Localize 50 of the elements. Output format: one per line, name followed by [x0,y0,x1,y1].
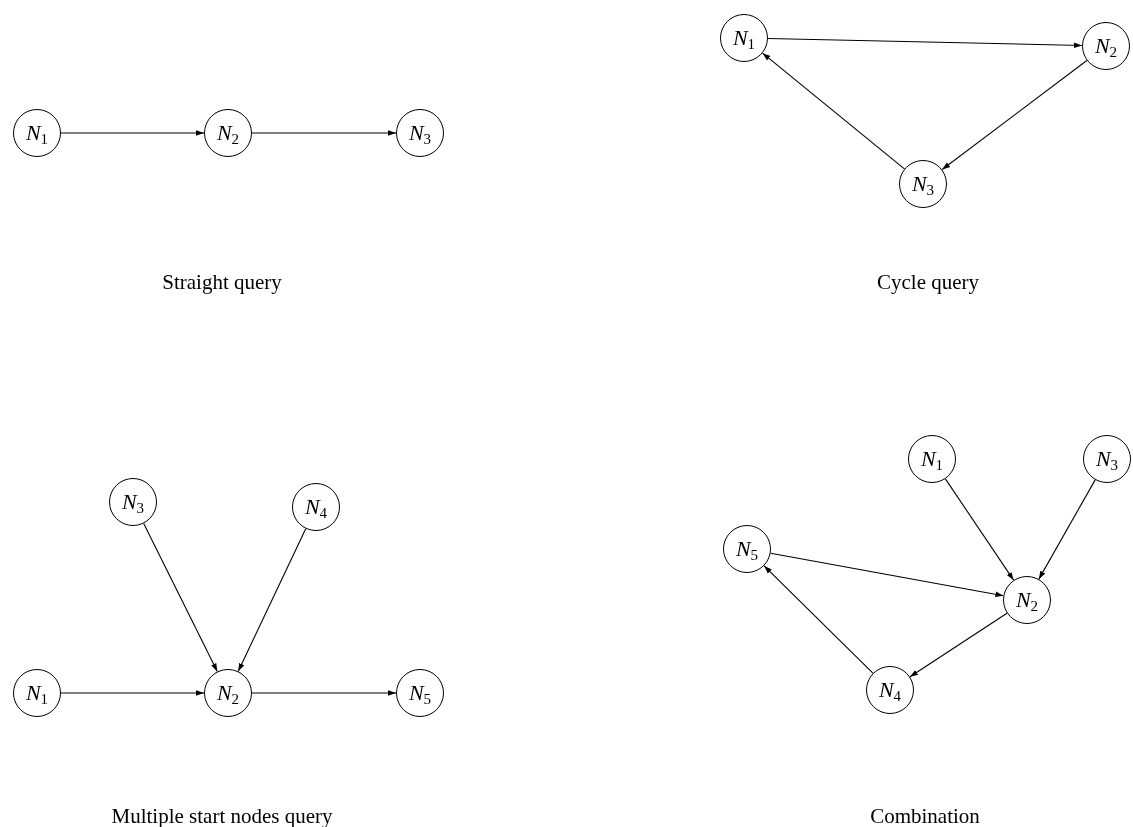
node-circle [1082,22,1130,70]
node-circle [720,14,768,62]
node-circle [723,525,771,573]
node-circle [866,666,914,714]
arrow [251,690,397,696]
node-circle [908,435,956,483]
arrow [60,130,205,136]
arrow [1038,479,1096,580]
node-circle [396,669,444,717]
node-label: N$_{5}$ [408,682,432,704]
node-circle [1003,576,1051,624]
node-label: N$_{3}$ [911,173,935,195]
caption: Combination [870,804,980,827]
node-label: N$_{1}$ [732,27,756,49]
node-circle [1083,435,1131,483]
node-circle [109,478,157,526]
node-label: N$_{4}$ [878,679,902,701]
node-label: N$_{1}$ [920,448,944,470]
arrow [60,690,205,696]
node-label: N$_{3}$ [1095,448,1119,470]
node-label: N$_{2}$ [1094,35,1118,57]
node-label: N$_{3}$ [121,491,145,513]
arrow [143,522,218,673]
caption: Multiple start nodes query [111,804,333,827]
node-circle [13,109,61,157]
node-label: N$_{1}$ [25,682,49,704]
node-circle [13,669,61,717]
arrow [944,478,1015,581]
node-label: N$_{2}$ [216,122,240,144]
node-circle [899,160,947,208]
node-label: N$_{4}$ [304,496,328,518]
arrow [909,612,1008,678]
node-label: N$_{2}$ [216,682,240,704]
arrow [941,59,1088,171]
arrow [251,130,397,136]
node-circle [204,669,252,717]
node-label: N$_{1}$ [25,122,49,144]
arrow [762,52,905,170]
arrow [763,565,874,674]
caption: Straight query [162,270,282,295]
node-circle [396,109,444,157]
arrow [237,528,307,672]
caption: Cycle query [877,270,979,295]
arrow [770,552,1004,597]
node-label: N$_{5}$ [735,538,759,560]
arrow [767,38,1083,49]
node-circle [204,109,252,157]
node-circle [292,483,340,531]
node-label: N$_{3}$ [408,122,432,144]
node-label: N$_{2}$ [1015,589,1039,611]
